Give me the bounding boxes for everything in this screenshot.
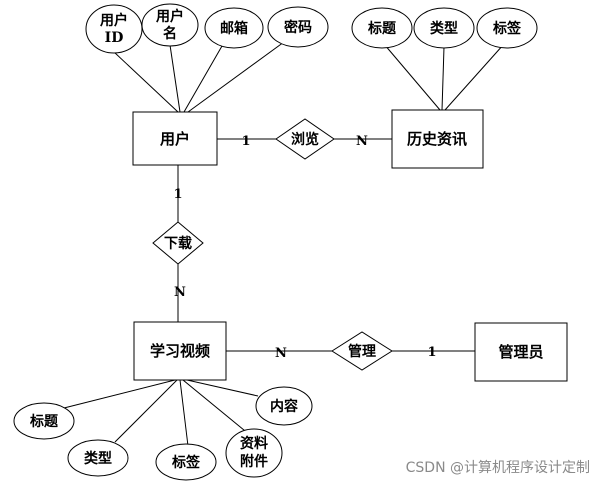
svg-text:用户: 用户	[100, 12, 128, 29]
attribute-user-email: 邮箱	[204, 7, 264, 49]
attribute-user-name: 用户 名	[141, 3, 199, 47]
attribute-user-password: 密码	[267, 6, 329, 48]
svg-text:浏览: 浏览	[291, 131, 319, 148]
line-history-title	[383, 43, 441, 111]
svg-text:管理: 管理	[348, 343, 376, 360]
line-video-type	[114, 379, 178, 443]
svg-text:历史资讯: 历史资讯	[407, 130, 467, 148]
entity-video: 学习视频	[133, 321, 227, 381]
connector-lines	[63, 41, 505, 447]
attribute-history-type: 类型	[413, 7, 475, 49]
svg-text:资料: 资料	[240, 435, 268, 452]
cardinality-user-browse: 1	[241, 134, 250, 149]
svg-text:用户: 用户	[160, 130, 190, 148]
svg-text:标题: 标题	[29, 413, 59, 430]
svg-text:内容: 内容	[270, 398, 298, 415]
cardinality-user-download: 1	[173, 187, 182, 202]
attribute-history-title: 标题	[351, 7, 413, 49]
svg-text:密码: 密码	[283, 19, 312, 36]
svg-text:ID: ID	[105, 30, 124, 46]
attribute-video-attachment: 资料 附件	[225, 428, 283, 478]
line-video-tag	[179, 379, 189, 447]
svg-text:附件: 附件	[240, 453, 268, 470]
svg-text:学习视频: 学习视频	[150, 342, 210, 360]
line-video-content	[186, 379, 259, 397]
attribute-video-content: 内容	[255, 386, 313, 426]
cardinality-video-manage: N	[275, 346, 287, 361]
relationship-manage: 管理	[331, 331, 393, 371]
line-history-type	[441, 46, 445, 111]
cardinality-browse-history: N	[356, 134, 368, 149]
line-video-title	[63, 379, 176, 409]
attribute-video-title: 标题	[13, 402, 75, 440]
line-video-attachment	[182, 379, 251, 436]
line-user-name	[169, 44, 181, 113]
attribute-user-id: 用户 ID	[85, 4, 143, 54]
attribute-video-tag: 标签	[155, 443, 217, 481]
relationship-browse: 浏览	[275, 118, 335, 160]
svg-text:用户: 用户	[156, 8, 184, 25]
attribute-history-tag: 标签	[476, 7, 538, 49]
line-history-tag	[444, 43, 505, 111]
line-user-email	[183, 45, 223, 113]
svg-text:标签: 标签	[492, 20, 522, 37]
svg-text:名: 名	[163, 25, 177, 42]
entity-user: 用户	[132, 111, 218, 166]
svg-text:标题: 标题	[367, 20, 397, 37]
entity-admin: 管理员	[474, 322, 568, 382]
csdn-watermark: CSDN @计算机程序设计定制	[406, 460, 590, 476]
cardinality-download-video: N	[174, 285, 186, 300]
cardinality-manage-admin: 1	[427, 345, 436, 360]
svg-text:标签: 标签	[171, 454, 201, 471]
svg-text:管理员: 管理员	[498, 343, 543, 361]
entity-history: 历史资讯	[391, 109, 484, 169]
svg-text:下载: 下载	[164, 235, 192, 252]
line-user-password	[187, 41, 285, 113]
attribute-video-type: 类型	[67, 439, 129, 477]
svg-text:类型: 类型	[430, 20, 458, 37]
line-user-id	[113, 51, 179, 113]
relationship-download: 下载	[152, 221, 204, 265]
svg-text:邮箱: 邮箱	[220, 20, 248, 37]
svg-text:类型: 类型	[84, 450, 112, 467]
